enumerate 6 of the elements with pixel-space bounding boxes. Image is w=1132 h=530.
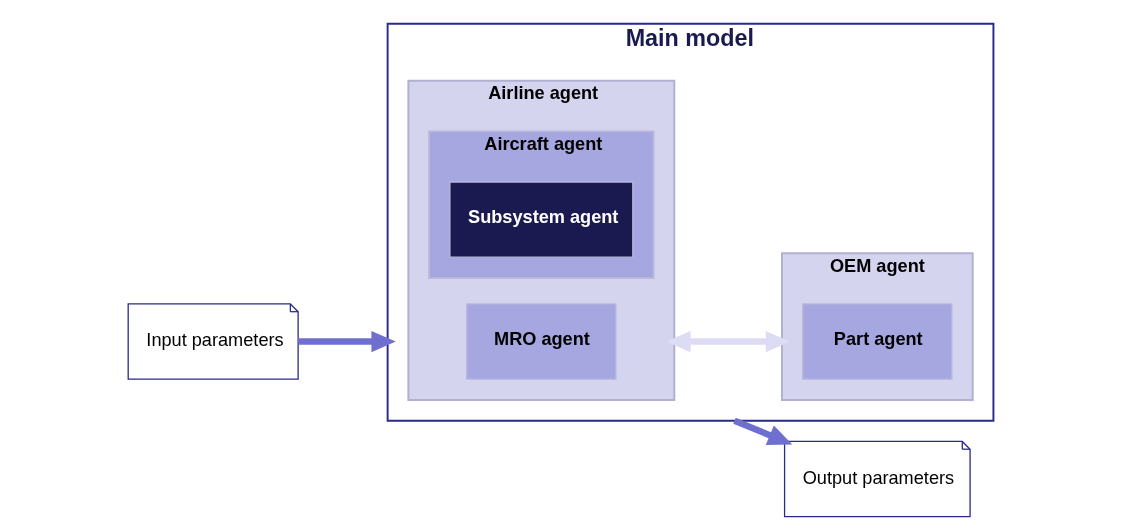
arrow — [733, 417, 793, 446]
arrow — [298, 330, 396, 353]
node-box: Part agent — [802, 303, 953, 380]
node-box: MRO agent — [466, 303, 617, 380]
arrow — [666, 330, 791, 353]
node-box: Subsystem agent — [449, 181, 634, 258]
